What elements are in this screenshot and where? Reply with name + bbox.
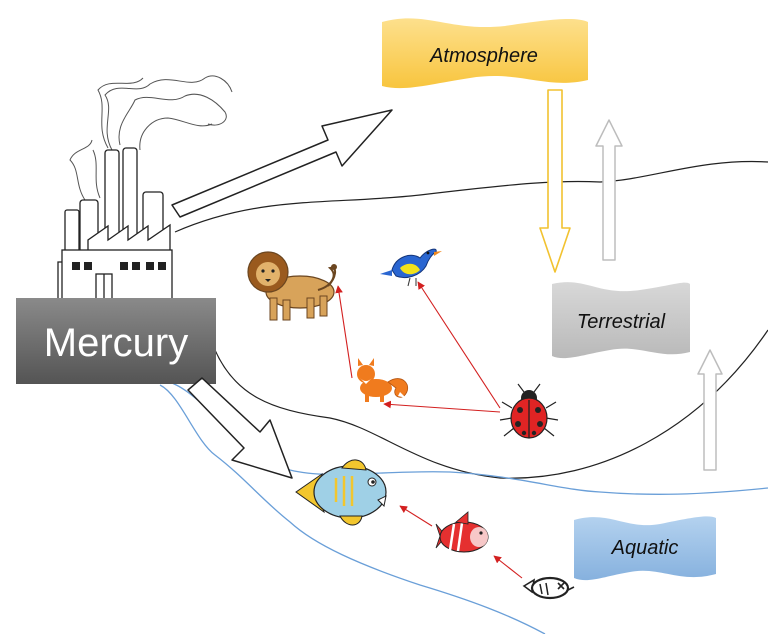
aquatic-label: Aquatic [611,537,679,559]
aquatic-banner: Aquatic [574,516,716,581]
fox-icon [357,358,409,402]
big-fish-icon [295,459,387,526]
atmosphere-banner: Atmosphere [382,18,588,89]
ladybug-icon [499,383,559,439]
terrestrial-banner: Terrestrial [552,282,690,359]
food-arrow-ladybug-to-bird [417,281,501,409]
land-upper-boundary [174,160,768,233]
food-arrow-ladybug-to-fox [383,400,501,413]
bird-icon [380,248,442,287]
river-bank-lower [159,384,546,634]
food-web-arrows [335,281,523,579]
striped-fish-icon [435,511,489,553]
atmosphere-label: Atmosphere [429,45,538,67]
lion-icon [247,251,337,321]
mercury-label: Mercury [44,321,188,365]
food-arrow-fox-to-lion [335,285,353,379]
terrestrial-label: Terrestrial [577,311,666,333]
mercury-source-box: Mercury [16,298,216,384]
terrain-lines [174,160,768,479]
small-fish-icon [522,576,575,600]
factory-smokestacks-icon [57,75,233,301]
atmosphere-deposition-arrow [539,89,571,273]
terrestrial-emission-arrow [595,119,623,261]
aquatic-to-terrestrial-arrow [697,349,723,471]
food-arrow-small-fish-to-striped-fish [493,555,523,579]
smoke-plume-icon [69,75,233,201]
food-arrow-striped-fish-to-big-fish [399,505,433,527]
land-lower-boundary [214,329,768,479]
emission-arrow-to-atmosphere [171,109,393,218]
deposition-arrow-to-water [187,377,293,479]
